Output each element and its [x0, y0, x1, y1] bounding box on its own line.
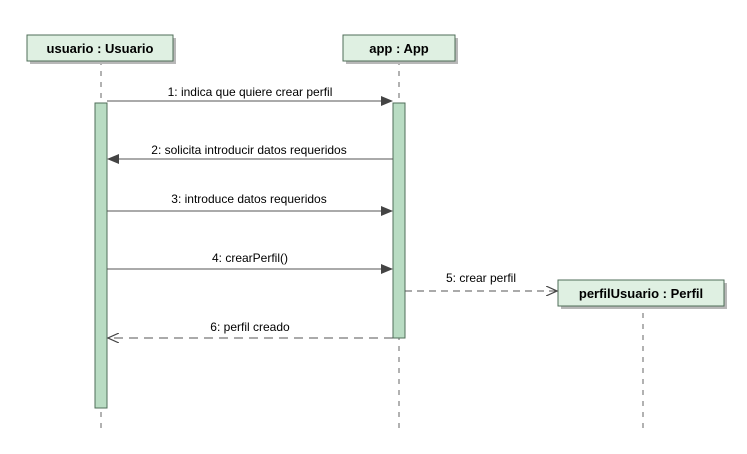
message-6-label: 6: perfil creado: [210, 320, 290, 334]
message-5-label: 5: crear perfil: [446, 271, 516, 285]
lifeline-app: app : App: [342, 34, 458, 434]
activation-app[interactable]: [392, 102, 406, 339]
message-3: 3: introduce datos requeridos: [107, 192, 393, 216]
message-1-label: 1: indica que quiere crear perfil: [168, 85, 333, 99]
message-4-label: 4: crearPerfil(): [212, 251, 288, 265]
message-2: 2: solicita introducir datos requeridos: [107, 143, 393, 164]
activation-usuario[interactable]: [94, 102, 108, 409]
message-3-label: 3: introduce datos requeridos: [171, 192, 326, 206]
lifeline-usuario-head[interactable]: [26, 34, 174, 62]
lifeline-app-head[interactable]: [342, 34, 456, 62]
message-4: 4: crearPerfil(): [107, 251, 393, 274]
lifeline-app-label: app : App: [369, 41, 429, 56]
lifeline-perfil: perfilUsuario : Perfil: [557, 279, 727, 434]
message-1: 1: indica que quiere crear perfil: [107, 85, 393, 106]
message-6: 6: perfil creado: [108, 320, 393, 338]
lifeline-perfil-label: perfilUsuario : Perfil: [579, 286, 703, 301]
lifeline-usuario-label: usuario : Usuario: [47, 41, 154, 56]
lifeline-usuario: usuario : Usuario: [26, 34, 176, 434]
lifeline-perfil-head[interactable]: [557, 279, 725, 307]
message-5: 5: crear perfil: [405, 271, 557, 291]
message-2-label: 2: solicita introducir datos requeridos: [151, 143, 346, 157]
